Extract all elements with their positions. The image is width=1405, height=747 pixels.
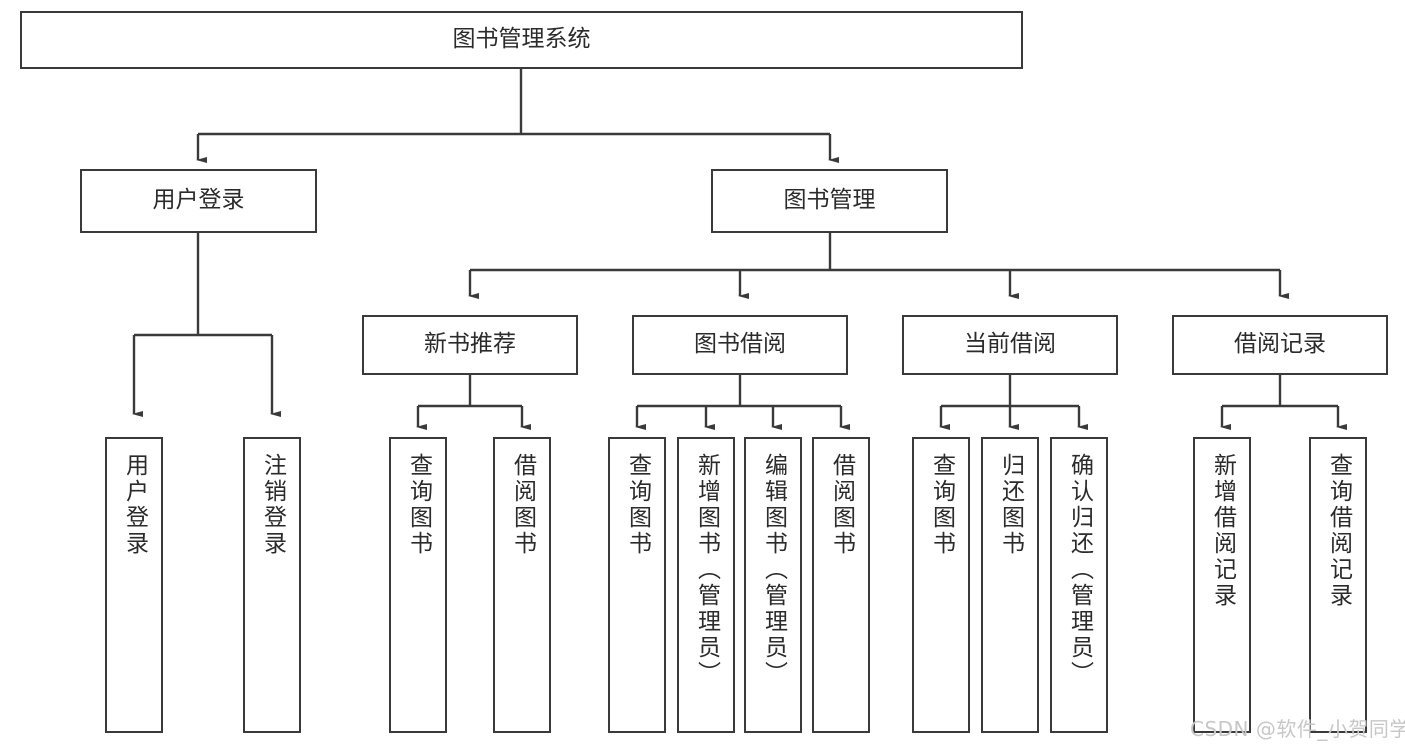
node-label: 借阅图书: [828, 453, 855, 557]
node-book-management[interactable]: 图书管理: [711, 169, 948, 233]
node-label: 用户登录: [121, 453, 148, 557]
node-label: 新增图书（管理员）: [693, 453, 720, 687]
node-leaf-return-book[interactable]: 归还图书: [981, 437, 1039, 733]
node-user-login[interactable]: 用户登录: [80, 169, 317, 233]
node-leaf-query-book-borrow[interactable]: 查询图书: [608, 437, 666, 733]
node-label: 新书推荐: [424, 331, 516, 358]
csdn-watermark: CSDN @软件_小贺同学: [1190, 717, 1405, 741]
node-label: 注销登录: [259, 453, 286, 557]
node-label: 查询借阅记录: [1325, 453, 1352, 609]
node-label: 查询图书: [928, 453, 955, 557]
node-leaf-edit-book[interactable]: 编辑图书（管理员）: [744, 437, 802, 733]
node-root-book-management-system[interactable]: 图书管理系统: [20, 11, 1023, 69]
node-leaf-query-book-current[interactable]: 查询图书: [912, 437, 970, 733]
node-label: 图书借阅: [694, 331, 786, 358]
node-label: 归还图书: [997, 453, 1024, 557]
node-book-borrow[interactable]: 图书借阅: [632, 315, 848, 375]
node-label: 当前借阅: [964, 331, 1056, 358]
node-label: 查询图书: [624, 453, 651, 557]
node-leaf-borrow-book[interactable]: 借阅图书: [812, 437, 870, 733]
node-label: 图书管理系统: [452, 26, 591, 53]
node-label: 查询图书: [405, 453, 432, 557]
node-leaf-confirm-return[interactable]: 确认归还（管理员）: [1050, 437, 1108, 733]
node-leaf-borrow-book-recommend[interactable]: 借阅图书: [493, 437, 551, 733]
node-label: 新增借阅记录: [1209, 453, 1236, 609]
node-label: 用户登录: [152, 187, 245, 214]
node-label: 借阅记录: [1234, 331, 1326, 358]
node-current-borrow[interactable]: 当前借阅: [902, 315, 1118, 375]
node-label: 借阅图书: [509, 453, 536, 557]
node-leaf-add-borrow-record[interactable]: 新增借阅记录: [1193, 437, 1251, 733]
node-new-book-recommend[interactable]: 新书推荐: [362, 315, 578, 375]
node-label: 确认归还（管理员）: [1066, 453, 1093, 687]
node-label: 编辑图书（管理员）: [760, 453, 787, 687]
node-leaf-add-book[interactable]: 新增图书（管理员）: [677, 437, 735, 733]
node-leaf-logout-login[interactable]: 注销登录: [243, 437, 301, 733]
node-borrow-record[interactable]: 借阅记录: [1172, 315, 1388, 375]
node-leaf-query-book-recommend[interactable]: 查询图书: [389, 437, 447, 733]
node-leaf-query-borrow-record[interactable]: 查询借阅记录: [1309, 437, 1367, 733]
node-label: 图书管理: [783, 187, 876, 214]
node-leaf-user-login[interactable]: 用户登录: [105, 437, 163, 733]
